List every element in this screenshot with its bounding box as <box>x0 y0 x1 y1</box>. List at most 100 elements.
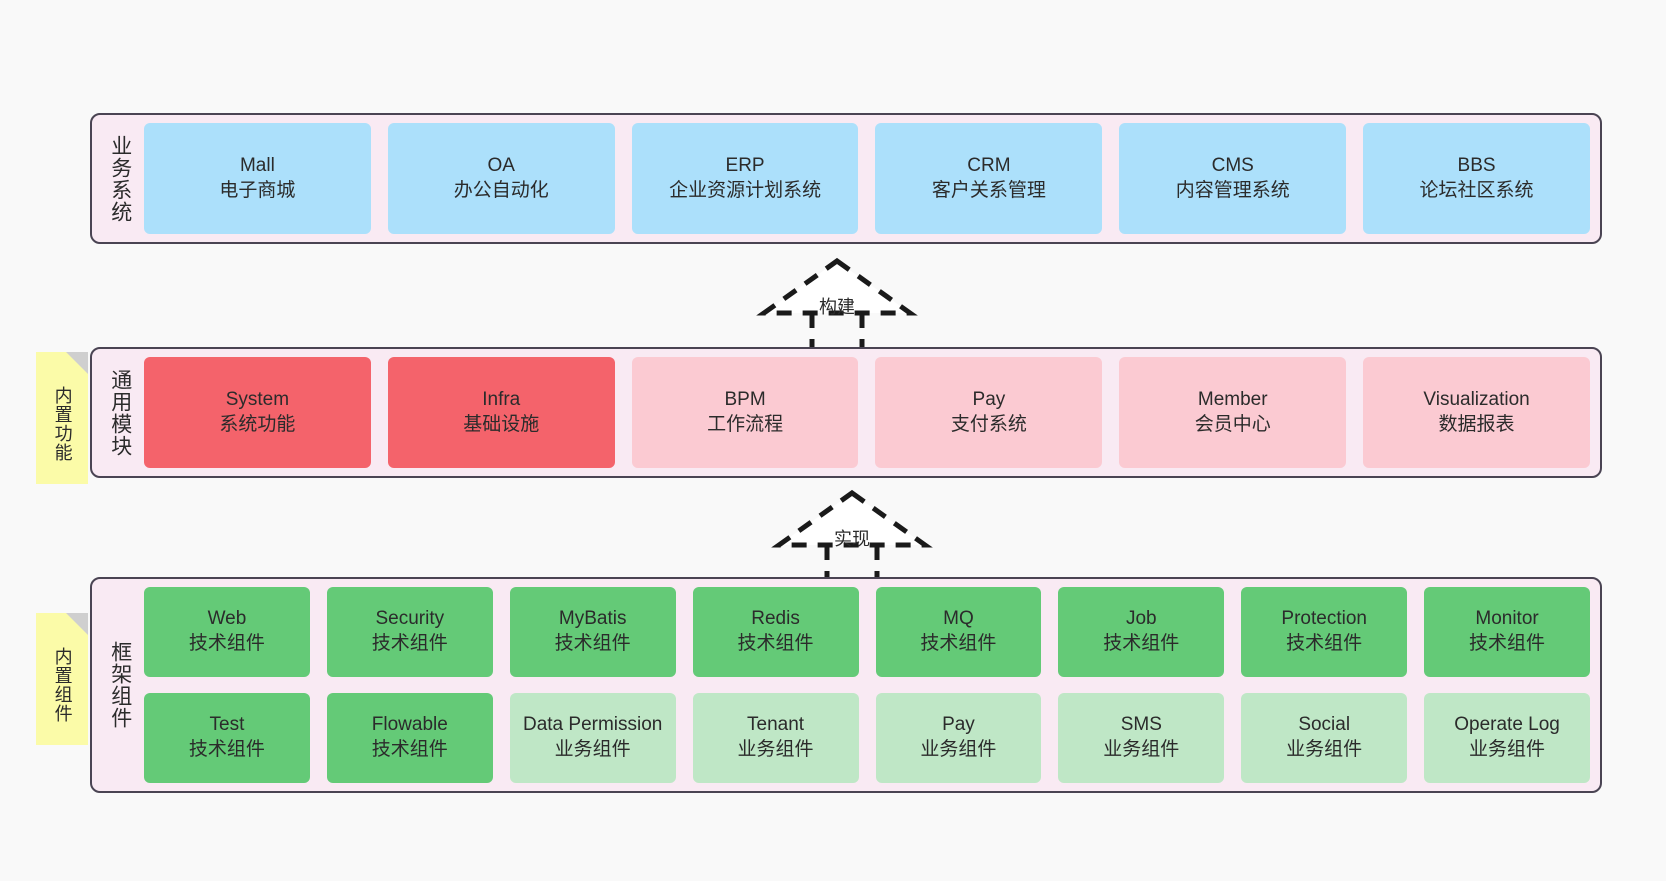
card-subtitle: 业务组件 <box>737 739 814 760</box>
card-social[interactable]: Social 业务组件 <box>1241 693 1408 783</box>
card-row: Test 技术组件 Flowable 技术组件 Data Permission … <box>144 693 1590 783</box>
card-title: MyBatis <box>558 608 627 630</box>
card-title: Data Permission <box>522 714 663 736</box>
card-title: Pay <box>942 714 975 736</box>
card-flowable[interactable]: Flowable 技术组件 <box>326 693 493 783</box>
card-subtitle: 内容管理系统 <box>1175 179 1290 201</box>
card-operate-log[interactable]: Operate Log 业务组件 <box>1424 693 1590 783</box>
card-subtitle: 技术组件 <box>371 633 448 654</box>
layer-title-business-systems: 业务系统 <box>108 134 132 223</box>
card-title: CRM <box>967 154 1011 176</box>
card-subtitle: 业务组件 <box>1286 739 1363 760</box>
card-title: ERP <box>725 154 765 176</box>
card-title: Social <box>1298 714 1351 736</box>
card-subtitle: 技术组件 <box>371 739 448 760</box>
card-subtitle: 业务组件 <box>554 739 631 760</box>
card-redis[interactable]: Redis 技术组件 <box>692 587 859 677</box>
card-subtitle: 电子商城 <box>219 179 296 201</box>
card-visualization[interactable]: Visualization 数据报表 <box>1363 357 1590 468</box>
note-label: 内置功能 <box>52 386 73 462</box>
card-subtitle: 技术组件 <box>737 633 814 654</box>
card-pay-component[interactable]: Pay 业务组件 <box>875 693 1042 783</box>
layer-business-systems: 业务系统 Mall 电子商城 OA 办公自动化 ERP 企业资源计划系统 CRM… <box>90 113 1602 244</box>
card-web[interactable]: Web 技术组件 <box>144 587 310 677</box>
card-system[interactable]: System 系统功能 <box>144 357 371 468</box>
card-title: OA <box>487 154 515 176</box>
layer-title-general-modules: 通用模块 <box>108 368 132 457</box>
card-title: SMS <box>1120 714 1162 736</box>
card-title: BBS <box>1457 154 1496 176</box>
card-monitor[interactable]: Monitor 技术组件 <box>1424 587 1590 677</box>
card-job[interactable]: Job 技术组件 <box>1058 587 1225 677</box>
card-title: Operate Log <box>1454 714 1560 736</box>
card-subtitle: 业务组件 <box>1103 739 1180 760</box>
card-subtitle: 客户关系管理 <box>931 179 1046 201</box>
card-title: Infra <box>482 388 521 410</box>
card-subtitle: 业务组件 <box>920 739 997 760</box>
card-subtitle: 系统功能 <box>219 413 296 435</box>
card-subtitle: 支付系统 <box>950 413 1027 435</box>
card-row: System 系统功能 Infra 基础设施 BPM 工作流程 Pay 支付系统… <box>144 357 1590 468</box>
card-title: Tenant <box>747 714 805 736</box>
card-protection[interactable]: Protection 技术组件 <box>1241 587 1408 677</box>
card-title: CMS <box>1211 154 1254 176</box>
card-subtitle: 技术组件 <box>554 633 631 654</box>
card-oa[interactable]: OA 办公自动化 <box>387 123 615 234</box>
card-title: System <box>225 388 290 410</box>
card-subtitle: 技术组件 <box>1469 633 1546 654</box>
card-member[interactable]: Member 会员中心 <box>1119 357 1347 468</box>
card-subtitle: 企业资源计划系统 <box>669 179 822 201</box>
card-bpm[interactable]: BPM 工作流程 <box>631 357 859 468</box>
card-subtitle: 技术组件 <box>1103 633 1180 654</box>
card-title: Security <box>375 608 445 630</box>
card-title: Monitor <box>1475 608 1539 630</box>
card-erp[interactable]: ERP 企业资源计划系统 <box>631 123 859 234</box>
card-tenant[interactable]: Tenant 业务组件 <box>692 693 859 783</box>
card-subtitle: 数据报表 <box>1438 413 1515 435</box>
card-subtitle: 论坛社区系统 <box>1419 179 1534 201</box>
card-crm[interactable]: CRM 客户关系管理 <box>875 123 1103 234</box>
card-title: Redis <box>751 608 800 630</box>
layer-title-framework-components: 框架组件 <box>108 641 132 729</box>
card-cms[interactable]: CMS 内容管理系统 <box>1119 123 1347 234</box>
card-grid-framework-components: Web 技术组件 Security 技术组件 MyBatis 技术组件 Redi… <box>144 587 1590 783</box>
card-subtitle: 技术组件 <box>188 633 265 654</box>
card-subtitle: 办公自动化 <box>453 179 549 201</box>
connector-label-realize: 实现 <box>834 529 870 549</box>
card-title: Test <box>209 714 245 736</box>
card-bbs[interactable]: BBS 论坛社区系统 <box>1363 123 1590 234</box>
card-title: Web <box>207 608 247 630</box>
layer-general-modules: 通用模块 System 系统功能 Infra 基础设施 BPM 工作流程 Pay… <box>90 347 1602 478</box>
connector-realize: 实现 <box>771 489 933 587</box>
card-subtitle: 基础设施 <box>463 413 540 435</box>
card-title: Protection <box>1281 608 1367 630</box>
card-subtitle: 会员中心 <box>1194 413 1271 435</box>
card-grid-general-modules: System 系统功能 Infra 基础设施 BPM 工作流程 Pay 支付系统… <box>144 357 1590 468</box>
card-data-permission[interactable]: Data Permission 业务组件 <box>509 693 676 783</box>
card-row: Web 技术组件 Security 技术组件 MyBatis 技术组件 Redi… <box>144 587 1590 677</box>
card-subtitle: 技术组件 <box>1286 633 1363 654</box>
card-title: MQ <box>943 608 974 630</box>
connector-label-build: 构建 <box>819 297 855 317</box>
card-title: Pay <box>972 388 1006 410</box>
card-title: Visualization <box>1423 388 1530 410</box>
layer-framework-components: 框架组件 Web 技术组件 Security 技术组件 MyBatis 技术组件… <box>90 577 1602 793</box>
card-mq[interactable]: MQ 技术组件 <box>875 587 1042 677</box>
card-mybatis[interactable]: MyBatis 技术组件 <box>509 587 676 677</box>
card-test[interactable]: Test 技术组件 <box>144 693 310 783</box>
card-grid-business-systems: Mall 电子商城 OA 办公自动化 ERP 企业资源计划系统 CRM 客户关系… <box>144 123 1590 234</box>
card-sms[interactable]: SMS 业务组件 <box>1058 693 1225 783</box>
note-builtin-components: 内置组件 <box>36 613 88 745</box>
card-pay-module[interactable]: Pay 支付系统 <box>875 357 1103 468</box>
note-builtin-functions: 内置功能 <box>36 352 88 484</box>
card-title: BPM <box>724 388 766 410</box>
card-infra[interactable]: Infra 基础设施 <box>387 357 615 468</box>
card-subtitle: 业务组件 <box>1469 739 1546 760</box>
card-security[interactable]: Security 技术组件 <box>326 587 493 677</box>
card-title: Member <box>1197 388 1268 410</box>
card-title: Mall <box>239 154 275 176</box>
card-mall[interactable]: Mall 电子商城 <box>144 123 371 234</box>
card-subtitle: 技术组件 <box>920 633 997 654</box>
note-label: 内置组件 <box>52 647 73 723</box>
